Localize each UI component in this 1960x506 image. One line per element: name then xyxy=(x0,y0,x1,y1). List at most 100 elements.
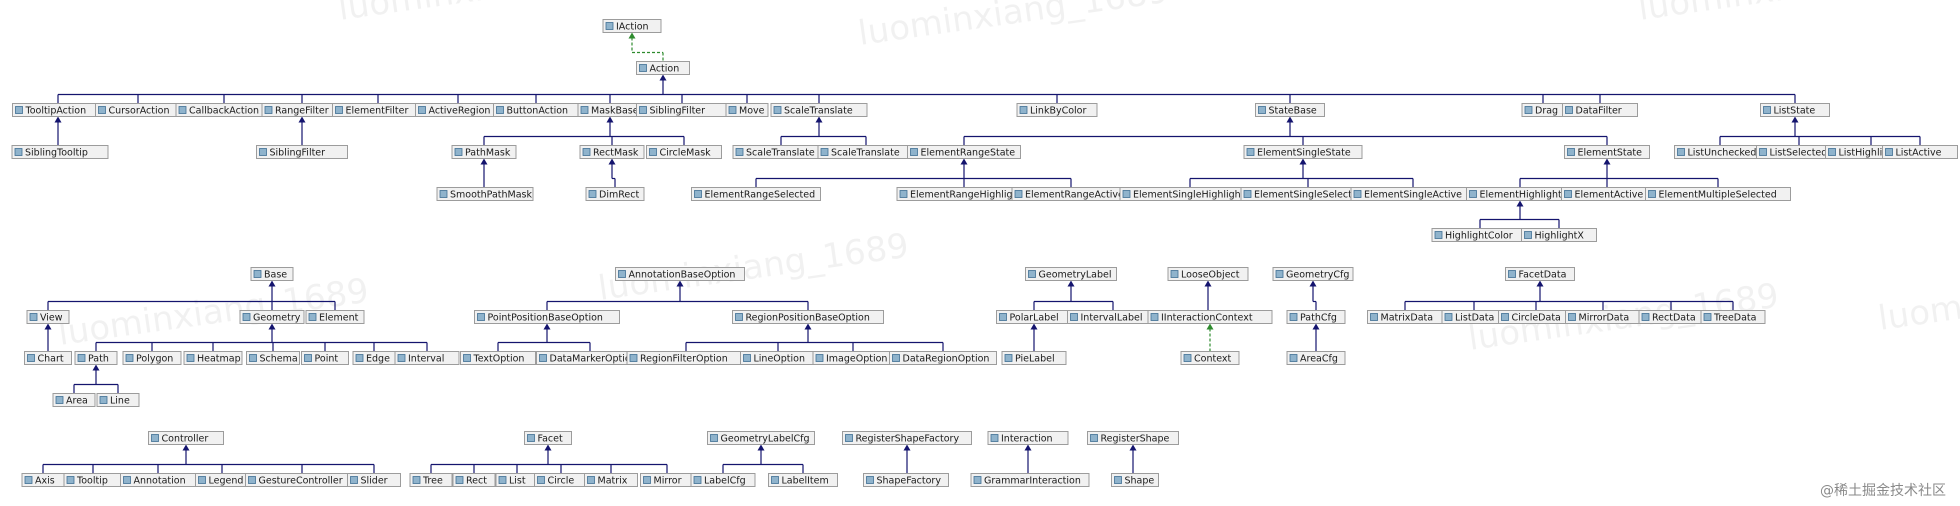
class-node-TreeData[interactable]: TreeData xyxy=(1700,310,1766,324)
class-node-IInteractionContext[interactable]: IInteractionContext xyxy=(1147,310,1273,324)
class-node-ElementActive[interactable]: ElementActive xyxy=(1561,187,1653,201)
class-node-ListUnchecked[interactable]: ListUnchecked xyxy=(1674,145,1766,159)
class-node-ScaleTranslate3[interactable]: ScaleTranslate xyxy=(817,145,915,159)
class-node-PolarLabel[interactable]: PolarLabel xyxy=(996,310,1072,324)
class-node-ElementMultipleSelected[interactable]: ElementMultipleSelected xyxy=(1645,187,1791,201)
class-node-DataRegionOption[interactable]: DataRegionOption xyxy=(889,351,997,365)
class-node-SiblingTooltip[interactable]: SiblingTooltip xyxy=(11,145,109,159)
class-node-ScaleTranslate2[interactable]: ScaleTranslate xyxy=(732,145,830,159)
class-node-GeometryLabelCfg[interactable]: GeometryLabelCfg xyxy=(707,431,815,445)
class-node-ScaleTranslate[interactable]: ScaleTranslate xyxy=(770,103,868,117)
class-node-SiblingFilter[interactable]: SiblingFilter xyxy=(636,103,728,117)
class-node-ElementState[interactable]: ElementState xyxy=(1564,145,1650,159)
class-node-RegisterShapeFactory[interactable]: RegisterShapeFactory xyxy=(842,431,972,445)
class-node-Element[interactable]: Element xyxy=(305,310,365,324)
class-node-ElementSingleHighlight[interactable]: ElementSingleHighlight xyxy=(1119,187,1261,201)
class-node-ImageOption[interactable]: ImageOption xyxy=(812,351,894,365)
class-node-DataMarkerOption[interactable]: DataMarkerOption xyxy=(536,351,644,365)
class-node-Chart[interactable]: Chart xyxy=(24,351,72,365)
class-node-Interaction[interactable]: Interaction xyxy=(987,431,1069,445)
class-node-GeometryLabel[interactable]: GeometryLabel xyxy=(1025,267,1117,281)
class-node-LineOption[interactable]: LineOption xyxy=(740,351,816,365)
class-node-Area[interactable]: Area xyxy=(52,393,96,407)
class-node-ShapeFactory[interactable]: ShapeFactory xyxy=(863,473,949,487)
class-node-IAction[interactable]: IAction xyxy=(602,19,662,33)
class-node-FacetData[interactable]: FacetData xyxy=(1505,267,1575,281)
class-node-ElementRangeHighlight[interactable]: ElementRangeHighlight xyxy=(896,187,1032,201)
class-node-ElementRangeSelected[interactable]: ElementRangeSelected xyxy=(691,187,821,201)
class-node-Circle[interactable]: Circle xyxy=(534,473,588,487)
class-node-Drag[interactable]: Drag xyxy=(1521,103,1565,117)
class-node-ElementRangeState[interactable]: ElementRangeState xyxy=(907,145,1021,159)
class-node-Tooltip[interactable]: Tooltip xyxy=(63,473,123,487)
class-node-Action[interactable]: Action xyxy=(636,61,690,75)
class-node-RectData[interactable]: RectData xyxy=(1638,310,1704,324)
class-node-ActiveRegion[interactable]: ActiveRegion xyxy=(415,103,501,117)
class-node-RegionFilterOption[interactable]: RegionFilterOption xyxy=(626,351,746,365)
class-node-Schema[interactable]: Schema xyxy=(246,351,300,365)
class-node-ButtonAction[interactable]: ButtonAction xyxy=(493,103,579,117)
class-node-RegionPositionBaseOption[interactable]: RegionPositionBaseOption xyxy=(732,310,884,324)
class-node-SmoothPathMask[interactable]: SmoothPathMask xyxy=(436,187,534,201)
class-node-PathCfg[interactable]: PathCfg xyxy=(1286,310,1346,324)
class-node-Edge[interactable]: Edge xyxy=(352,351,396,365)
class-node-Tree[interactable]: Tree xyxy=(409,473,453,487)
class-node-TextOption[interactable]: TextOption xyxy=(460,351,536,365)
class-node-Facet[interactable]: Facet xyxy=(524,431,572,445)
class-node-PieLabel[interactable]: PieLabel xyxy=(1001,351,1067,365)
class-node-Line[interactable]: Line xyxy=(96,393,140,407)
class-node-ElementSingleState[interactable]: ElementSingleState xyxy=(1243,145,1363,159)
class-node-Rect[interactable]: Rect xyxy=(452,473,496,487)
class-node-Legend[interactable]: Legend xyxy=(195,473,249,487)
class-node-List[interactable]: List xyxy=(495,473,539,487)
class-node-AreaCfg[interactable]: AreaCfg xyxy=(1286,351,1346,365)
class-node-ElementHighlight[interactable]: ElementHighlight xyxy=(1466,187,1574,201)
class-node-LooseObject[interactable]: LooseObject xyxy=(1167,267,1249,281)
class-node-LinkByColor[interactable]: LinkByColor xyxy=(1016,103,1098,117)
class-node-GestureController[interactable]: GestureController xyxy=(245,473,359,487)
class-node-View[interactable]: View xyxy=(26,310,70,324)
class-node-Base[interactable]: Base xyxy=(250,267,294,281)
class-node-Interval[interactable]: Interval xyxy=(394,351,460,365)
class-node-DataFilter[interactable]: DataFilter xyxy=(1562,103,1638,117)
class-node-Shape[interactable]: Shape xyxy=(1111,473,1159,487)
class-node-HighlightX[interactable]: HighlightX xyxy=(1521,228,1597,242)
class-node-ElementRangeActive[interactable]: ElementRangeActive xyxy=(1011,187,1131,201)
class-node-HighlightColor[interactable]: HighlightColor xyxy=(1431,228,1529,242)
class-node-ElementFilter[interactable]: ElementFilter xyxy=(332,103,424,117)
class-node-PathMask[interactable]: PathMask xyxy=(451,145,517,159)
class-node-StateBase[interactable]: StateBase xyxy=(1255,103,1325,117)
class-node-Annotation[interactable]: Annotation xyxy=(120,473,196,487)
class-node-GeometryCfg[interactable]: GeometryCfg xyxy=(1272,267,1354,281)
class-node-Controller[interactable]: Controller xyxy=(148,431,224,445)
class-node-ElementSingleActive[interactable]: ElementSingleActive xyxy=(1350,187,1476,201)
class-node-RectMask[interactable]: RectMask xyxy=(579,145,645,159)
class-node-RangeFilter[interactable]: RangeFilter xyxy=(261,103,343,117)
class-node-GrammarInteraction[interactable]: GrammarInteraction xyxy=(970,473,1090,487)
class-node-ListData[interactable]: ListData xyxy=(1441,310,1507,324)
class-node-DimRect[interactable]: DimRect xyxy=(585,187,645,201)
class-node-LabelItem[interactable]: LabelItem xyxy=(768,473,838,487)
class-node-SiblingFilter2[interactable]: SiblingFilter xyxy=(256,145,348,159)
class-node-Move[interactable]: Move xyxy=(725,103,769,117)
class-node-CircleMask[interactable]: CircleMask xyxy=(646,145,722,159)
class-node-IntervalLabel[interactable]: IntervalLabel xyxy=(1067,310,1159,324)
class-node-CursorAction[interactable]: CursorAction xyxy=(95,103,181,117)
class-node-CallbackAction[interactable]: CallbackAction xyxy=(175,103,273,117)
class-node-Path[interactable]: Path xyxy=(74,351,118,365)
class-node-Mirror[interactable]: Mirror xyxy=(640,473,694,487)
class-node-RegisterShape[interactable]: RegisterShape xyxy=(1087,431,1179,445)
class-node-PointPositionBaseOption[interactable]: PointPositionBaseOption xyxy=(474,310,620,324)
class-node-Geometry[interactable]: Geometry xyxy=(239,310,305,324)
class-node-Polygon[interactable]: Polygon xyxy=(122,351,182,365)
class-node-MirrorData[interactable]: MirrorData xyxy=(1565,310,1641,324)
class-node-Matrix[interactable]: Matrix xyxy=(584,473,638,487)
class-node-Context[interactable]: Context xyxy=(1180,351,1240,365)
class-node-MaskBase[interactable]: MaskBase xyxy=(577,103,643,117)
class-node-TooltipAction[interactable]: TooltipAction xyxy=(12,103,104,117)
class-node-MatrixData[interactable]: MatrixData xyxy=(1367,310,1443,324)
class-node-ListActive[interactable]: ListActive xyxy=(1882,145,1958,159)
class-node-ListState[interactable]: ListState xyxy=(1760,103,1830,117)
class-node-Point[interactable]: Point xyxy=(301,351,349,365)
class-node-Slider[interactable]: Slider xyxy=(347,473,401,487)
